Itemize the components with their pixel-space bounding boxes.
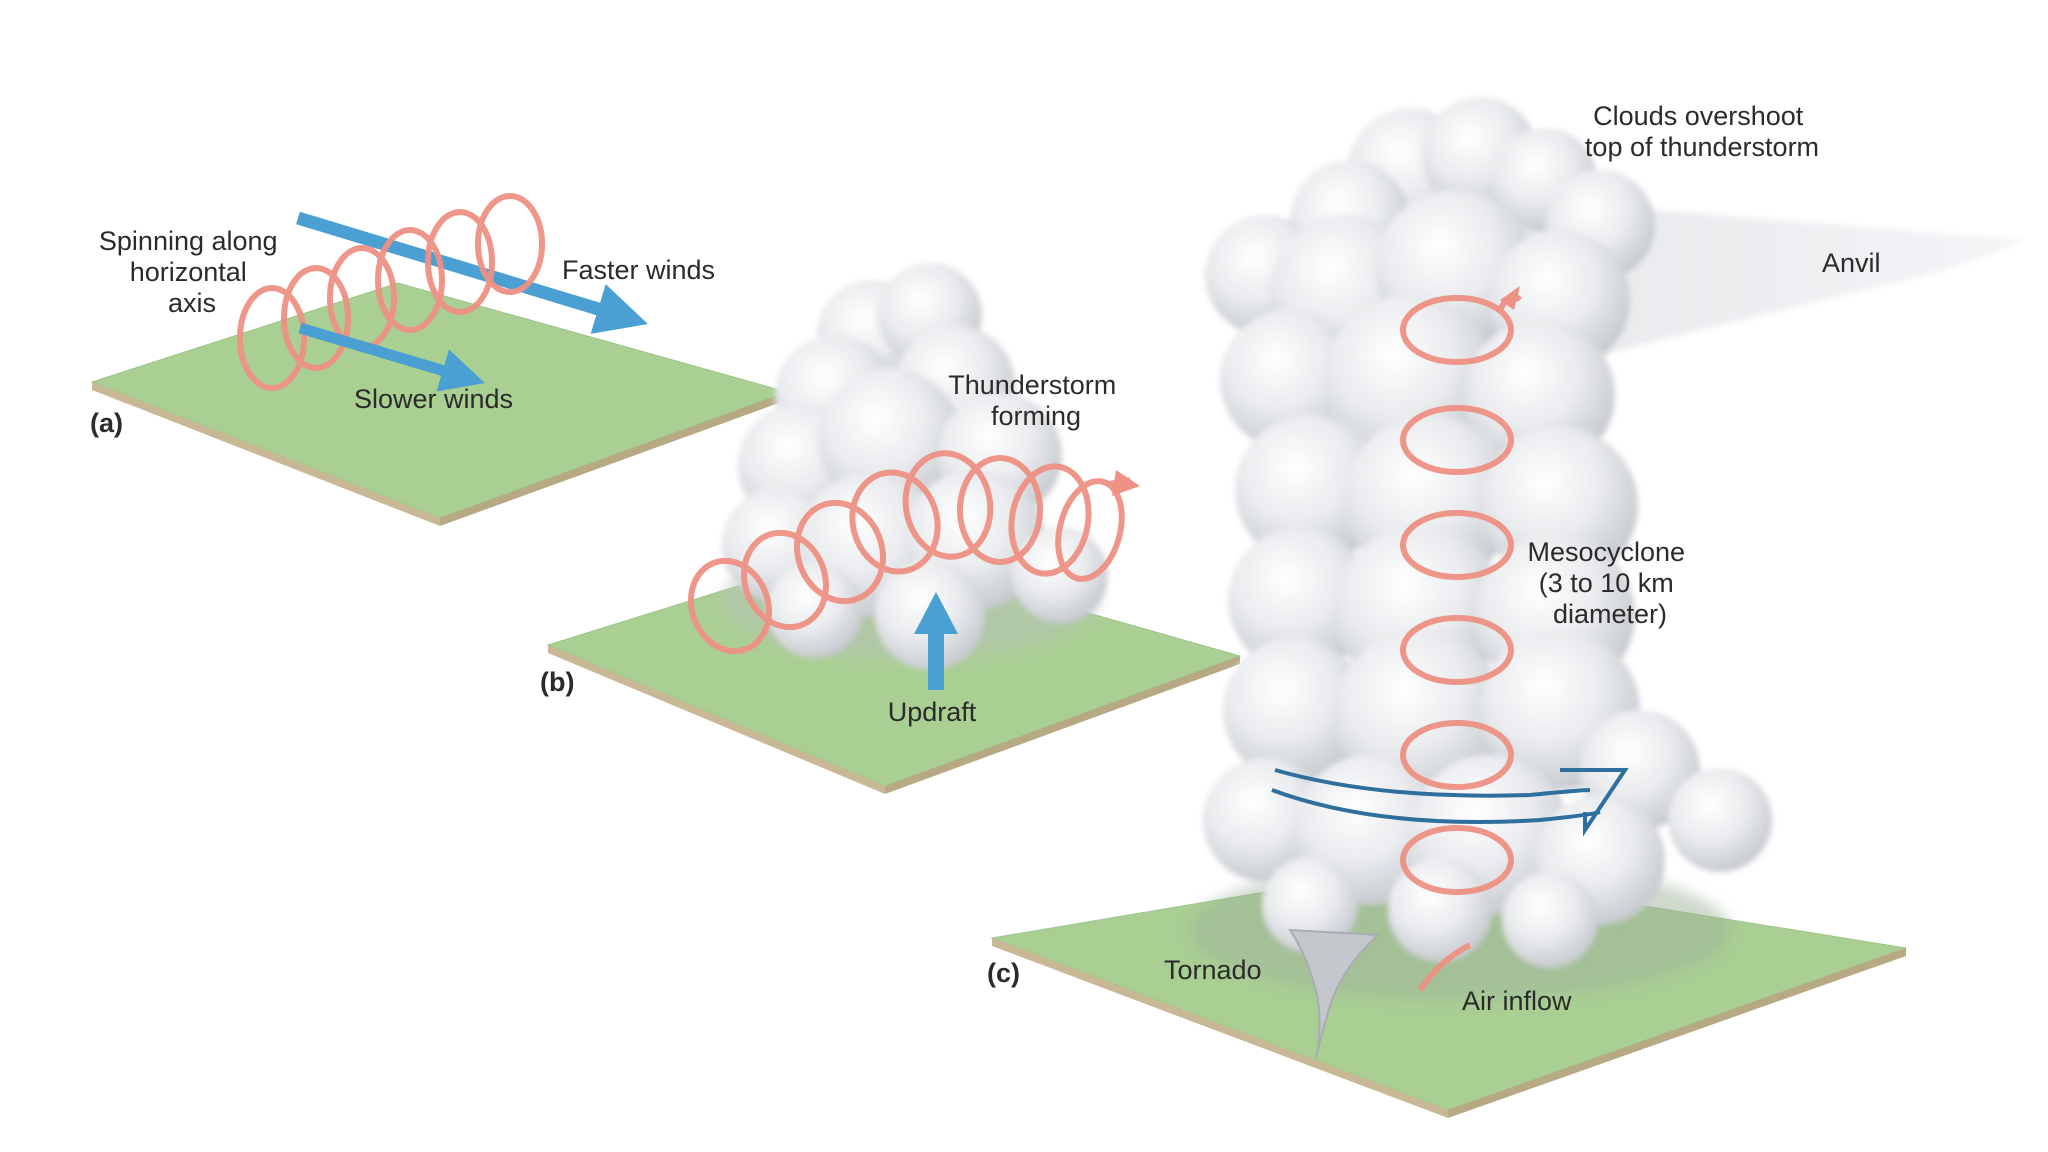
panel-b: Thunderstorm forming Updraft (b) xyxy=(540,263,1242,794)
spinning-label: Spinning along horizontal axis xyxy=(99,226,285,318)
spiral-arrowhead-c xyxy=(1500,286,1520,310)
panel-b-label: (b) xyxy=(540,667,574,697)
tornado-label: Tornado xyxy=(1164,955,1262,985)
thunderstorm-forming-label: Thunderstorm forming xyxy=(948,370,1124,431)
ground-edge-a xyxy=(92,382,440,526)
tilting-spiral xyxy=(687,450,1131,655)
slower-winds-arrow xyxy=(298,322,485,392)
ground-edge-c xyxy=(992,938,1448,1118)
faster-winds-label: Faster winds xyxy=(562,255,715,285)
ground-edge-a-right xyxy=(440,392,787,526)
mesocyclone-label: Mesocyclone (3 to 10 km diameter) xyxy=(1527,537,1692,629)
slower-winds-label: Slower winds xyxy=(354,384,513,414)
ground-edge-b xyxy=(548,645,885,794)
updraft-arrow xyxy=(914,592,958,690)
faster-winds-arrow xyxy=(296,211,648,334)
forming-cloud xyxy=(720,263,1108,670)
air-inflow-arrows xyxy=(1271,768,1629,837)
spiral-arrowhead-b xyxy=(1112,470,1140,496)
panel-c: Clouds overshoot top of thunderstorm Anv… xyxy=(987,97,2025,1118)
panel-a: Spinning along horizontal axis Faster wi… xyxy=(90,193,789,526)
ground-edge-c-right xyxy=(1448,948,1906,1118)
air-inflow-label: Air inflow xyxy=(1462,986,1572,1016)
tornado-funnel xyxy=(1288,928,1381,1059)
clouds-overshoot-label: Clouds overshoot top of thunderstorm xyxy=(1585,101,1819,162)
panel-a-label: (a) xyxy=(90,408,123,438)
ground-edge-b-right xyxy=(885,656,1240,794)
anvil-label: Anvil xyxy=(1822,248,1881,278)
updraft-label: Updraft xyxy=(888,697,977,727)
mesocyclone-spiral xyxy=(1400,293,1523,992)
panel-c-label: (c) xyxy=(987,958,1020,988)
supercell-cloud xyxy=(1190,97,2025,1059)
